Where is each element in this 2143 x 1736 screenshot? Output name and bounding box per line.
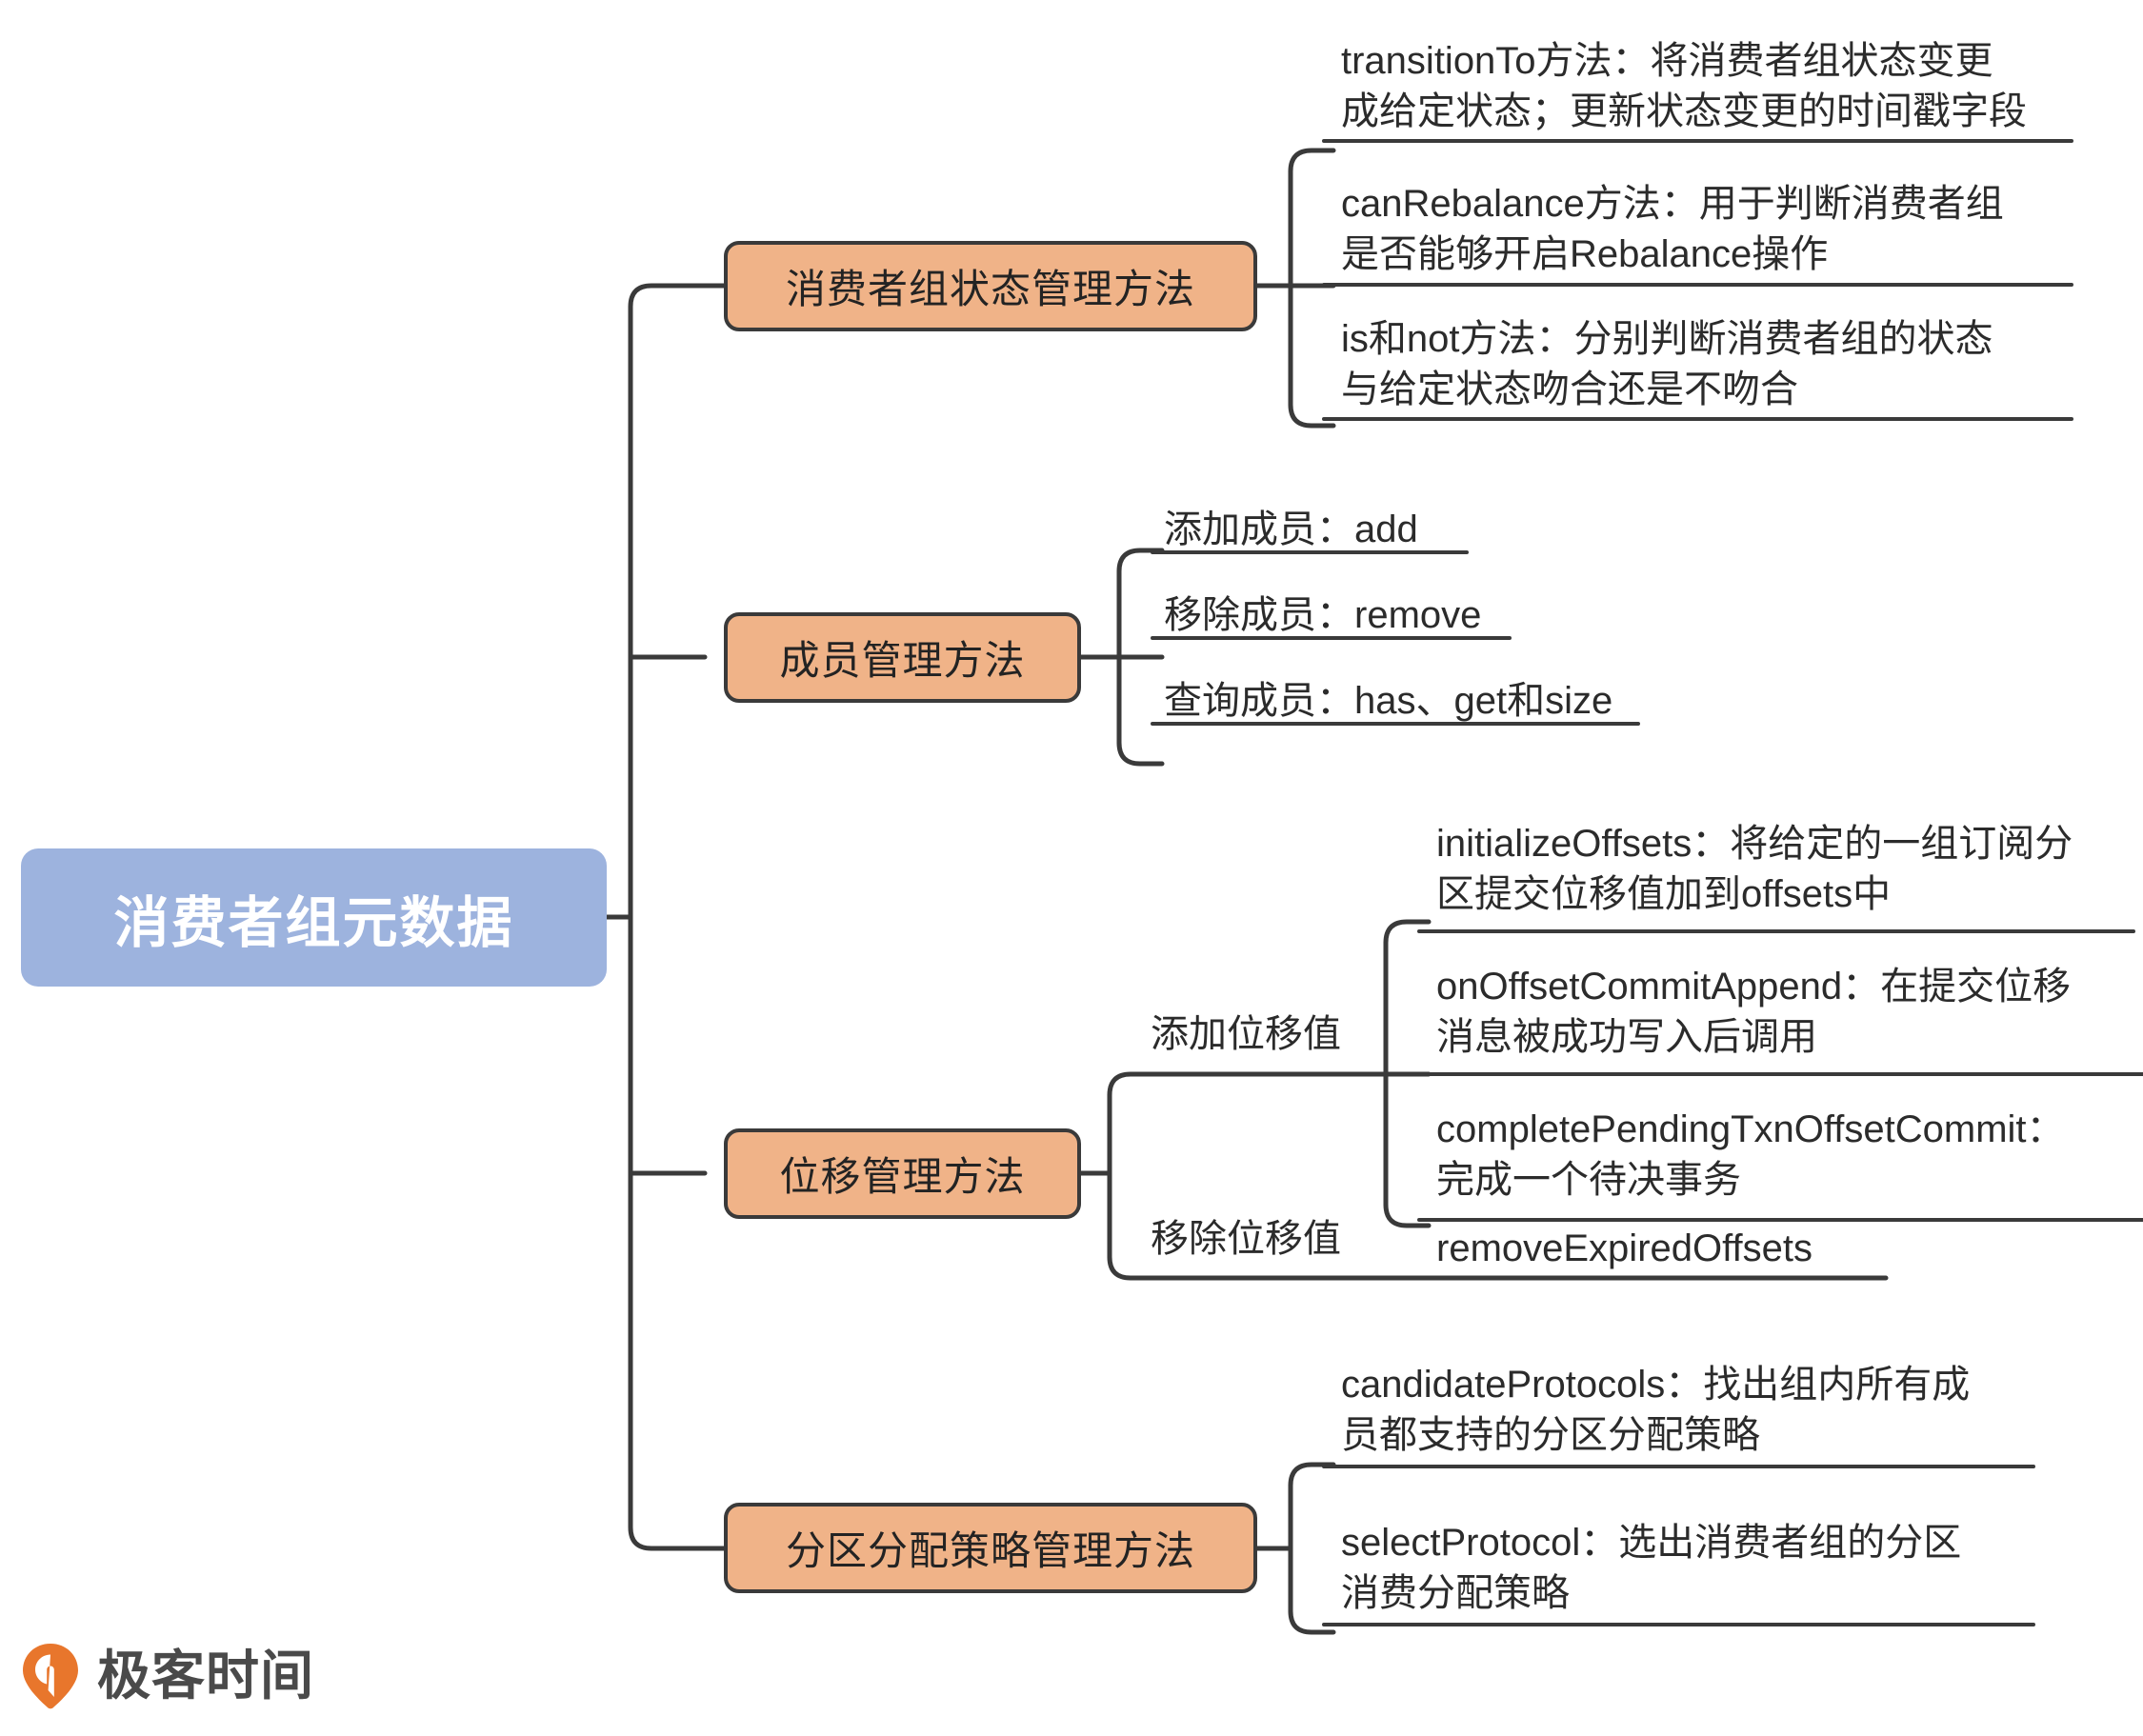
branch-node-label: 消费者组状态管理方法 [785, 267, 1195, 311]
leaf-remove-expired-offsets: removeExpiredOffsets [1436, 1227, 1813, 1269]
leaf-select-protocol: selectProtocol：选出消费者组的分区 消费分配策略 [1341, 1522, 1962, 1614]
branch-node-label: 分区分配策略管理方法 [785, 1528, 1195, 1573]
leaf-add-member: 添加成员：add [1164, 509, 1418, 550]
branch-node-offset-management[interactable]: 位移管理方法 [724, 1128, 1081, 1219]
logo-text: 极客时间 [97, 1646, 314, 1706]
leaf-complete-pending-txn-offset-commit: completePendingTxnOffsetCommit： 完成一个待决事务 [1436, 1108, 2065, 1201]
location-pin-icon [21, 1642, 80, 1710]
leaf-is-and-not: is和not方法：分别判断消费者组的状态 与给定状态吻合还是不吻合 [1341, 318, 1993, 410]
leaf-candidate-protocols: candidateProtocols：找出组内所有成 员都支持的分区分配策略 [1341, 1364, 1971, 1456]
mindmap-root-node[interactable]: 消费者组元数据 [21, 848, 607, 987]
branch-node-state-management[interactable]: 消费者组状态管理方法 [724, 241, 1257, 331]
leaf-initialize-offsets: initializeOffsets：将给定的一组订阅分 区提交位移值加到offs… [1436, 823, 2073, 915]
leaf-query-member: 查询成员：has、get和size [1164, 680, 1613, 722]
leaf-on-offset-commit-append: onOffsetCommitAppend：在提交位移 消息被成功写入后调用 [1436, 966, 2072, 1058]
branch-node-label: 位移管理方法 [779, 1154, 1026, 1199]
leaf-can-rebalance: canRebalance方法：用于判断消费者组 是否能够开启Rebalance操… [1341, 183, 2004, 275]
leaf-remove-member: 移除成员：remove [1164, 594, 1482, 636]
branch-node-member-management[interactable]: 成员管理方法 [724, 612, 1081, 703]
root-node-label: 消费者组元数据 [113, 891, 514, 954]
group-label-remove-offset: 移除位移值 [1151, 1218, 1341, 1260]
group-label-add-offset: 添加位移值 [1151, 1013, 1341, 1055]
branch-node-label: 成员管理方法 [779, 638, 1026, 683]
branch-node-protocol-management[interactable]: 分区分配策略管理方法 [724, 1503, 1257, 1593]
footer-logo: 极客时间 [21, 1642, 314, 1710]
leaf-transition-to: transitionTo方法：将消费者组状态变更 成给定状态；更新状态变更的时间… [1341, 40, 2027, 132]
